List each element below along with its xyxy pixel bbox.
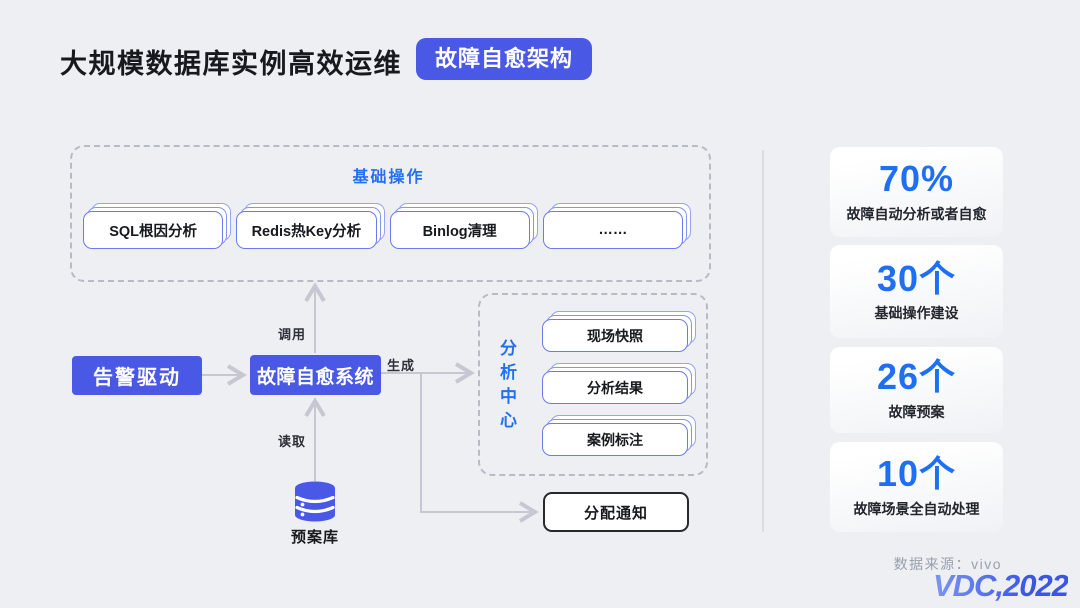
alert-driver-box: 告警驱动 [72, 356, 202, 395]
analysis-center-title: 分析中心 [497, 339, 516, 435]
data-source-text: 数据来源：vivo [893, 556, 1002, 572]
stat-label: 故障自动分析或者自愈 [846, 205, 987, 222]
stat-card-full-auto: 10个 故障场景全自动处理 [830, 442, 1003, 532]
database-icon [295, 481, 335, 522]
ops-card-sql: SQL根因分析 [83, 211, 224, 249]
ops-card-binlog: Binlog清理 [389, 211, 530, 249]
stat-value: 26个 [876, 356, 957, 398]
stat-label: 故障场景全自动处理 [853, 500, 980, 517]
analysis-card-label: 现场快照 [542, 319, 688, 352]
edge-label-invoke: 调用 [277, 327, 306, 342]
analysis-card-result: 分析结果 [542, 371, 688, 404]
edge-label-read: 读取 [277, 434, 306, 449]
analysis-center-panel [478, 293, 708, 476]
page-title: 大规模数据库实例高效运维 [60, 49, 402, 79]
vdc-2022-logo: VDC,2022 [932, 568, 1069, 603]
self-healing-system-box: 故障自愈系统 [250, 355, 381, 395]
stat-card-auto-analysis: 70% 故障自动分析或者自愈 [830, 147, 1003, 237]
edge-label-generate: 生成 [387, 358, 416, 373]
ops-card-redis: Redis热Key分析 [236, 211, 377, 249]
plan-db-label: 预案库 [290, 529, 339, 546]
stat-value: 70% [878, 158, 955, 200]
basic-operations-panel [70, 145, 711, 282]
ops-card-label: Redis热Key分析 [236, 211, 377, 249]
stat-card-basic-ops: 30个 基础操作建设 [830, 245, 1003, 338]
basic-operations-title: 基础操作 [352, 169, 425, 186]
vertical-divider [762, 150, 764, 532]
analysis-card-label: 分析结果 [542, 371, 688, 404]
analysis-card-snapshot: 现场快照 [542, 319, 688, 352]
basic-operations-cards: SQL根因分析 Redis热Key分析 Binlog清理 …… [83, 211, 683, 249]
stat-label: 故障预案 [888, 403, 945, 420]
analysis-card-label: 案例标注 [542, 423, 688, 456]
ops-card-label: Binlog清理 [389, 211, 530, 249]
stat-label: 基础操作建设 [874, 305, 959, 322]
stat-value: 10个 [876, 453, 957, 495]
ops-card-more: …… [542, 211, 683, 249]
stat-value: 30个 [876, 257, 957, 299]
analysis-card-case: 案例标注 [542, 423, 688, 456]
title-badge: 故障自愈架构 [416, 38, 593, 80]
ops-card-label: SQL根因分析 [83, 211, 224, 249]
ops-card-label: …… [542, 211, 683, 249]
stat-card-fault-plans: 26个 故障预案 [830, 347, 1003, 433]
notify-box: 分配通知 [543, 492, 689, 532]
